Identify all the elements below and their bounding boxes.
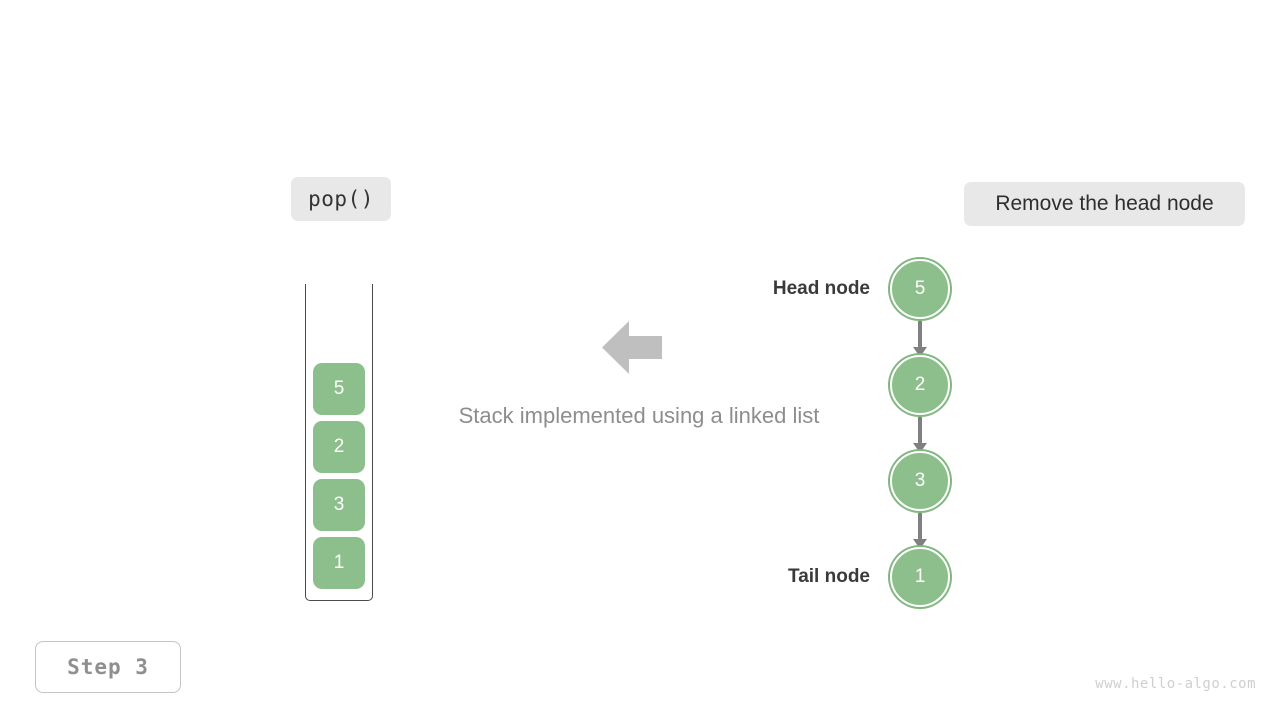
link-line [918, 417, 922, 447]
description-label: Remove the head node [995, 192, 1214, 215]
stack-cell-group: 5 2 3 1 [305, 284, 373, 601]
caption: Stack implemented using a linked list [0, 403, 1280, 429]
stack-cell-value: 3 [333, 494, 345, 515]
watermark: www.hello-algo.com [1095, 676, 1256, 692]
step-badge: Step 3 [35, 641, 181, 693]
stack-cell: 3 [313, 479, 365, 531]
operation-label: pop() [308, 187, 374, 211]
list-node-value: 5 [914, 278, 926, 299]
list-node-value: 3 [914, 470, 926, 491]
stack-cell-value: 5 [333, 378, 345, 399]
list-node-value: 1 [914, 566, 926, 587]
step-label: Step 3 [67, 655, 149, 679]
link-arrowhead-icon [913, 539, 927, 549]
operation-tag: pop() [291, 177, 391, 221]
list-node-value: 2 [914, 374, 926, 395]
stack-cell: 2 [313, 421, 365, 473]
left-arrow-svg [602, 321, 662, 374]
link-arrowhead-icon [913, 443, 927, 453]
left-arrow-icon [602, 319, 662, 376]
stack-container [305, 284, 373, 601]
list-node: 3 [890, 451, 950, 511]
head-node-label: Head node [772, 278, 870, 299]
stack-cell: 5 [313, 363, 365, 415]
link-line [918, 321, 922, 351]
stack-cell: 1 [313, 537, 365, 589]
linked-list: 5 2 3 1 Head node Tail node [773, 250, 1000, 620]
tail-node-label: Tail node [788, 566, 870, 587]
description-tag: Remove the head node [964, 182, 1245, 226]
list-node: 5 [890, 259, 950, 319]
watermark-text: www.hello-algo.com [1095, 676, 1256, 692]
link-arrowhead-icon [913, 347, 927, 357]
list-node: 1 [890, 547, 950, 607]
stack-cell-value: 2 [333, 436, 345, 457]
list-node: 2 [890, 355, 950, 415]
caption-text: Stack implemented using a linked list [458, 403, 820, 428]
link-line [918, 513, 922, 543]
stack-cell-value: 1 [333, 552, 345, 573]
